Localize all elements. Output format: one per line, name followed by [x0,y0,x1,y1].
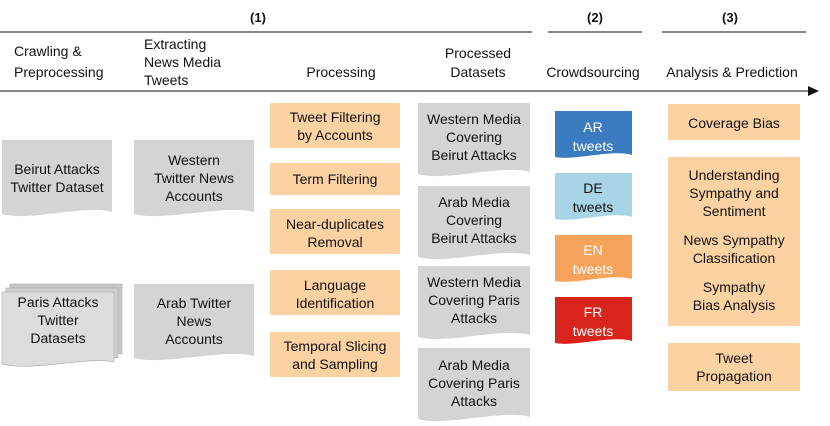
phase-3-label: (3) [722,10,738,25]
step-tweet-filtering-line-1: Tweet Filtering [289,109,380,125]
step-term-filtering: Term Filtering [270,163,400,195]
step-temporal-slicing: Temporal Slicing and Sampling [270,332,400,377]
dataset-arab-beirut-line-3: Beirut Attacks [431,230,517,246]
doc-western-line-1: Western [168,152,220,168]
doc-paris-datasets: Paris Attacks Twitter Datasets [1,283,123,367]
dataset-arab-paris: Arab Media Covering Paris Attacks [418,348,530,422]
dataset-arab-beirut-line-1: Arab Media [438,194,510,210]
step-near-duplicates-line-1: Near-duplicates [286,216,384,232]
step-temporal-line-1: Temporal Slicing [284,338,387,354]
analysis-understanding-line-3: Sentiment [702,203,765,219]
crowd-de-line-1: DE [583,180,602,196]
dataset-western-paris: Western Media Covering Paris Attacks [418,266,530,340]
crowd-fr-line-1: FR [584,304,603,320]
crowd-fr-line-2: tweets [573,323,613,339]
header-crawling-line-2: Preprocessing [14,64,104,80]
doc-western-accounts: Western Twitter News Accounts [134,140,254,217]
header-extracting: Extracting News Media Tweets [144,36,221,88]
crowd-de-line-2: tweets [573,199,613,215]
dataset-arab-paris-line-1: Arab Media [438,357,510,373]
header-processed: Processed Datasets [445,45,511,80]
analysis-sympathy-group: Understanding Sympathy and Sentiment New… [668,157,800,326]
header-extracting-line-1: Extracting [144,36,206,52]
doc-western-line-2: Twitter News [154,170,234,186]
phase-1-label: (1) [250,10,266,25]
step-near-duplicates-line-2: Removal [307,234,362,250]
header-processing: Processing [306,64,375,80]
step-language-line-2: Identification [296,295,375,311]
crowd-ar-tweets: AR tweets [555,111,632,158]
analysis-coverage-line-1: Coverage Bias [688,115,780,131]
header-processed-line-1: Processed [445,45,511,61]
header-crawling: Crawling & Preprocessing [14,43,104,80]
crowd-de-tweets: DE tweets [555,173,632,220]
header-crawling-line-1: Crawling & [14,43,82,59]
dataset-arab-paris-line-2: Covering Paris [428,375,520,391]
timeline-arrow-head [808,86,819,96]
step-temporal-line-2: and Sampling [292,356,378,372]
step-language-line-1: Language [304,277,367,293]
dataset-western-paris-line-3: Attacks [451,310,497,326]
doc-arab-line-3: Accounts [165,331,223,347]
dataset-western-beirut-line-1: Western Media [427,111,521,127]
analysis-tweet-propagation: Tweet Propagation [668,343,800,391]
doc-paris-line-2: Twitter [37,312,79,328]
step-tweet-filtering-line-2: by Accounts [297,127,373,143]
crowd-fr-tweets: FR tweets [555,297,632,344]
crowd-en-tweets: EN tweets [555,235,632,282]
analysis-classification-line-2: Classification [693,250,775,266]
doc-paris-line-1: Paris Attacks [18,294,99,310]
crowd-ar-line-2: tweets [573,138,613,154]
step-tweet-filtering: Tweet Filtering by Accounts [270,103,400,148]
analysis-coverage-bias: Coverage Bias [668,104,800,140]
doc-beirut-line-1: Beirut Attacks [14,161,100,177]
doc-arab-line-1: Arab Twitter [157,295,232,311]
header-processed-line-2: Datasets [450,64,505,80]
doc-paris-line-3: Datasets [30,330,85,346]
crowd-ar-line-1: AR [583,119,602,135]
analysis-bias-line-2: Bias Analysis [693,297,775,313]
analysis-understanding-line-1: Understanding [688,167,779,183]
crowd-en-line-1: EN [583,242,602,258]
dataset-western-beirut-line-2: Covering [446,129,502,145]
doc-arab-line-2: News [176,313,211,329]
dataset-western-beirut: Western Media Covering Beirut Attacks [418,103,530,177]
dataset-arab-beirut: Arab Media Covering Beirut Attacks [418,186,530,260]
header-extracting-line-3: Tweets [144,72,188,88]
header-analysis: Analysis & Prediction [666,64,798,80]
analysis-understanding-line-2: Sympathy and [689,185,779,201]
header-crowdsourcing-line-1: Crowdsourcing [546,64,639,80]
step-language-identification: Language Identification [270,270,400,315]
step-term-filtering-line-1: Term Filtering [293,171,378,187]
dataset-arab-beirut-line-2: Covering [446,212,502,228]
header-extracting-line-2: News Media [144,54,221,70]
doc-beirut-dataset: Beirut Attacks Twitter Dataset [2,140,112,217]
dataset-western-beirut-line-3: Beirut Attacks [431,147,517,163]
dataset-western-paris-line-1: Western Media [427,274,521,290]
header-crowdsourcing: Crowdsourcing [546,64,639,80]
dataset-arab-paris-line-3: Attacks [451,393,497,409]
analysis-propagation-line-1: Tweet [715,350,752,366]
header-processing-line-1: Processing [306,64,375,80]
analysis-propagation-line-2: Propagation [696,368,772,384]
step-near-duplicates: Near-duplicates Removal [270,209,400,254]
doc-arab-accounts: Arab Twitter News Accounts [134,284,254,361]
dataset-western-paris-line-2: Covering Paris [428,292,520,308]
analysis-bias-line-1: Sympathy [703,279,765,295]
phase-2-label: (2) [587,10,603,25]
doc-western-line-3: Accounts [165,188,223,204]
crowd-en-line-2: tweets [573,261,613,277]
doc-beirut-line-2: Twitter Dataset [10,179,103,195]
header-analysis-line-1: Analysis & Prediction [666,64,798,80]
analysis-classification-line-1: News Sympathy [683,232,784,248]
